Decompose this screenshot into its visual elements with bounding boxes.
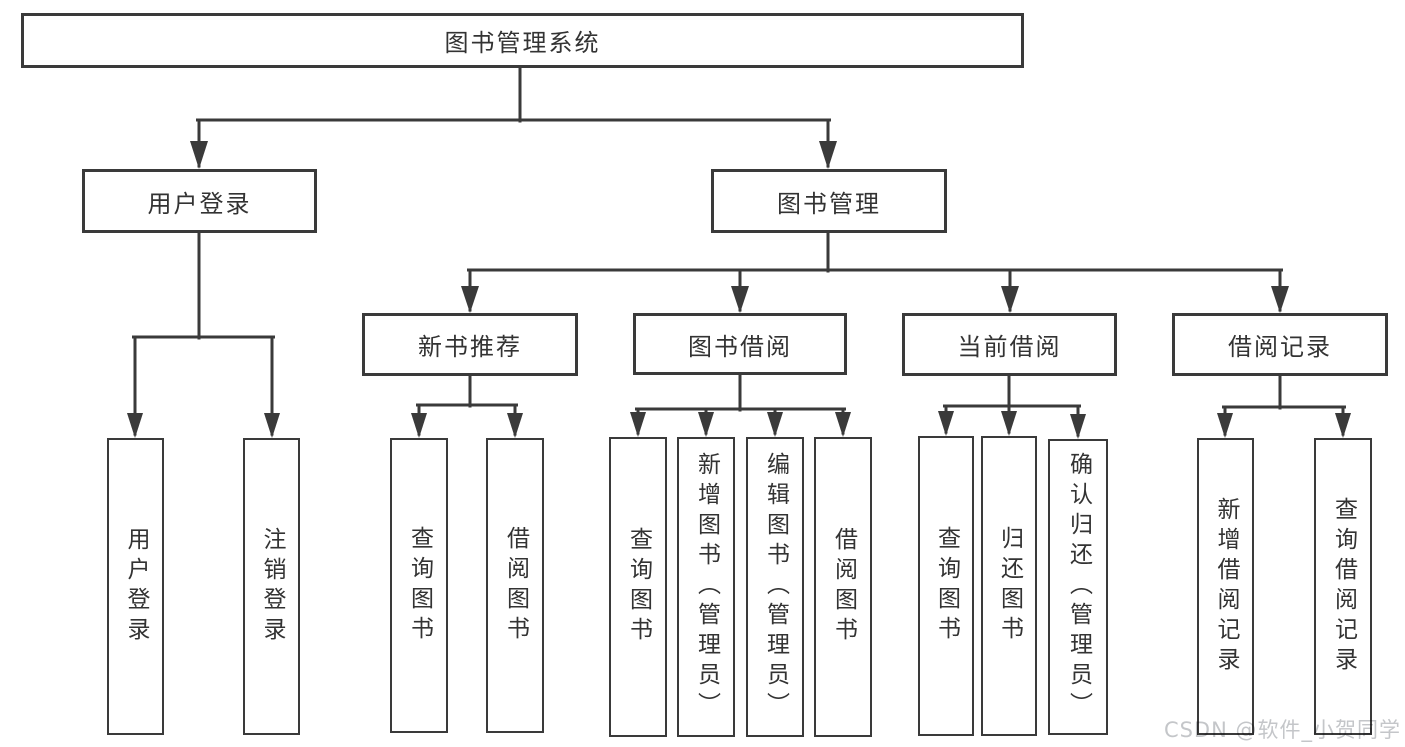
leaf-return-books-label: 归还图书 (996, 526, 1023, 646)
leaf-borrow-books-borrow: 借阅图书 (814, 437, 872, 737)
leaf-user-login-label: 用户登录 (123, 526, 149, 647)
leaf-query-borrow-record: 查询借阅记录 (1314, 438, 1372, 735)
leaf-query-books-borrow: 查询图书 (609, 437, 667, 737)
leaf-query-books-recommend: 查询图书 (390, 438, 448, 733)
leaf-query-books-borrow-label: 查询图书 (625, 527, 652, 647)
node-current-borrow-label: 当前借阅 (957, 333, 1062, 361)
leaf-confirm-return-admin-label: 确认归还（管理员） (1065, 452, 1092, 722)
node-borrow-records: 借阅记录 (1172, 313, 1388, 376)
leaf-add-books-admin-label: 新增图书（管理员） (693, 452, 720, 722)
leaf-query-borrow-record-label: 查询借阅记录 (1330, 496, 1357, 677)
leaf-query-books-current: 查询图书 (918, 436, 974, 736)
leaf-query-books-current-label: 查询图书 (933, 526, 960, 646)
leaf-borrow-books-recommend-label: 借阅图书 (502, 525, 529, 646)
leaf-return-books: 归还图书 (981, 436, 1037, 736)
node-current-borrow: 当前借阅 (902, 313, 1117, 376)
leaf-user-login: 用户登录 (107, 438, 164, 735)
node-library-system-label: 图书管理系统 (444, 29, 601, 57)
node-book-borrow-label: 图书借阅 (688, 332, 792, 361)
leaf-confirm-return-admin: 确认归还（管理员） (1048, 439, 1108, 735)
leaf-borrow-books-borrow-label: 借阅图书 (830, 527, 857, 647)
node-user-login: 用户登录 (82, 169, 317, 233)
leaf-query-books-recommend-label: 查询图书 (406, 525, 433, 646)
node-new-book-recommend-label: 新书推荐 (418, 333, 522, 361)
node-user-login-label: 用户登录 (147, 189, 252, 218)
leaf-borrow-books-recommend: 借阅图书 (486, 438, 544, 733)
node-new-book-recommend: 新书推荐 (362, 313, 578, 376)
leaf-add-borrow-record: 新增借阅记录 (1197, 438, 1254, 735)
leaf-edit-books-admin-label: 编辑图书（管理员） (762, 452, 789, 722)
leaf-add-borrow-record-label: 新增借阅记录 (1213, 496, 1239, 677)
node-book-borrow: 图书借阅 (633, 313, 847, 375)
leaf-edit-books-admin: 编辑图书（管理员） (746, 437, 804, 737)
node-book-management: 图书管理 (711, 169, 947, 233)
watermark: CSDN @软件_小贺同学 (1163, 718, 1401, 742)
leaf-add-books-admin: 新增图书（管理员） (677, 437, 735, 737)
leaf-logout-login: 注销登录 (243, 438, 300, 735)
node-borrow-records-label: 借阅记录 (1228, 333, 1332, 361)
node-book-management-label: 图书管理 (777, 189, 881, 218)
node-library-system: 图书管理系统 (21, 13, 1024, 68)
leaf-logout-login-label: 注销登录 (259, 526, 285, 647)
